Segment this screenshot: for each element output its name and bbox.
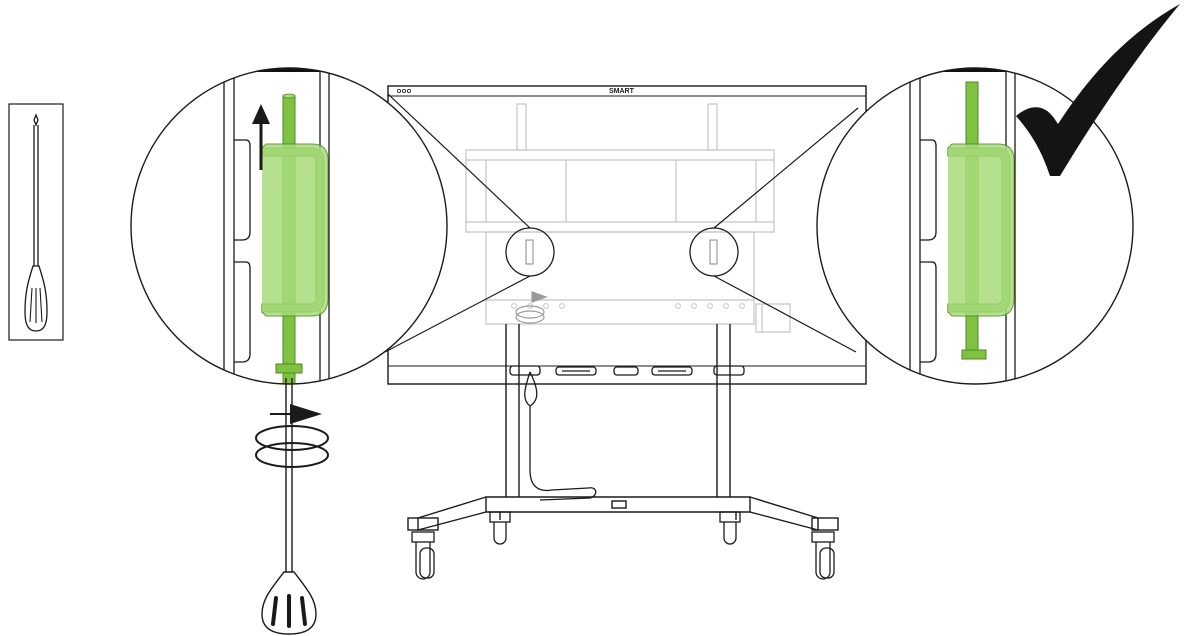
callout-lines [384, 93, 859, 353]
rotation-arrow-icon [255, 404, 329, 468]
up-arrow-icon [252, 104, 270, 170]
checkmark-icon [1016, 4, 1180, 176]
brand-logo: SMART [609, 88, 635, 95]
casters [411, 511, 835, 580]
mount-plate [465, 103, 791, 333]
display-panel [387, 85, 867, 385]
cart-stand [407, 324, 839, 531]
power-cable [524, 371, 597, 501]
port-strip [509, 365, 745, 376]
detail-view-left [130, 67, 448, 385]
display-cart: SMART [387, 85, 867, 580]
screwdriver-icon [24, 113, 48, 332]
screwdriver-inset [8, 103, 64, 341]
